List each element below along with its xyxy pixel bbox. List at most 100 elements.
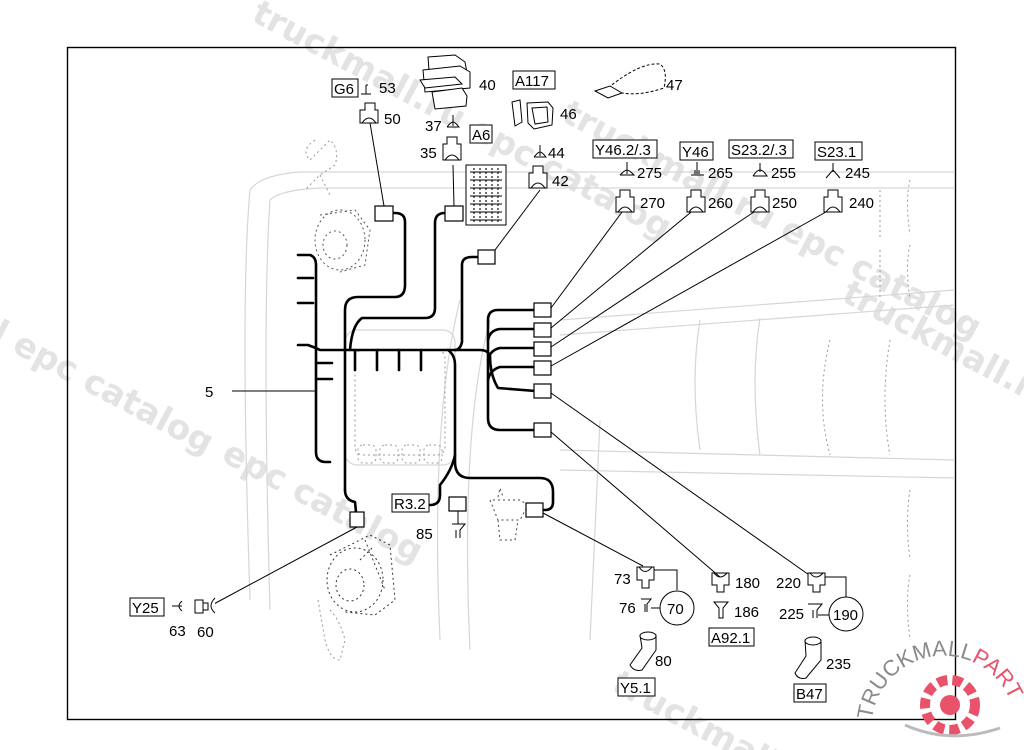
- connector-250: [533, 341, 552, 357]
- code-label: Y46: [682, 144, 709, 161]
- code-label: B47: [796, 686, 823, 703]
- code-label: S23.2/.3: [731, 142, 787, 159]
- callout: 245: [845, 165, 870, 182]
- callout: 85: [416, 526, 433, 543]
- callout: 186: [734, 604, 759, 621]
- callout: 53: [379, 80, 396, 97]
- part-47-cable-tie: [593, 63, 666, 99]
- connector-220: [533, 383, 552, 399]
- part-40-cover: [419, 54, 471, 110]
- callout: 63: [169, 623, 186, 640]
- callout: 270: [640, 195, 665, 212]
- connector-42: [477, 249, 496, 265]
- callout: 42: [552, 173, 569, 190]
- connector-60: [349, 511, 365, 528]
- callout: 250: [772, 195, 797, 212]
- callout: 180: [735, 575, 760, 592]
- code-label: R3.2: [394, 496, 426, 513]
- plug-icon-255: [752, 163, 768, 177]
- connector-240: [533, 360, 552, 376]
- code-label: Y46.2/.3: [595, 142, 651, 159]
- part-46-housing: [511, 99, 554, 130]
- socket-icon-73: [636, 566, 655, 589]
- connector-symbols: [359, 84, 843, 213]
- valve-drawing: [489, 486, 529, 541]
- code-label: Y25: [132, 600, 159, 617]
- alternator-drawing: [314, 209, 371, 273]
- callout: 260: [708, 195, 733, 212]
- leader-lines: [211, 122, 834, 606]
- socket-icon-180: [711, 572, 730, 593]
- ring-70: [659, 590, 695, 626]
- callout-numbers: 5 53 50 37 35 40 46 47 44 42 275 270 265…: [169, 77, 874, 673]
- socket-icon-42: [528, 165, 548, 189]
- code-label: Y5.1: [620, 680, 651, 697]
- callout: 220: [776, 575, 801, 592]
- diagram-frame: [66, 46, 957, 721]
- code-label: S23.1: [817, 144, 856, 161]
- callout: 37: [425, 118, 442, 135]
- plug-icon-76: [641, 598, 653, 612]
- wiring-harness: [296, 211, 555, 514]
- plug-icon-37: [446, 115, 461, 128]
- watermark-text: l epc catalog: [0, 313, 220, 463]
- plug-icon-44: [533, 145, 548, 158]
- gear-hub: [940, 695, 960, 715]
- callout: 46: [560, 106, 577, 123]
- callout: 50: [384, 111, 401, 128]
- code-label: A6: [472, 127, 490, 144]
- connector-260: [533, 322, 552, 338]
- callout: 190: [833, 607, 858, 624]
- plug-icon-186: [712, 601, 730, 619]
- connector-73: [525, 502, 544, 518]
- socket-icon-50: [359, 102, 379, 124]
- socket-icon-60: [194, 597, 216, 614]
- callout: 275: [637, 165, 662, 182]
- socket-icon-270: [615, 189, 635, 213]
- callout: 35: [420, 145, 437, 162]
- code-label: G6: [334, 81, 354, 98]
- plug-icon-225: [808, 603, 824, 618]
- connector-r32: [448, 496, 467, 512]
- callout: 240: [849, 195, 874, 212]
- socket-icon-250: [750, 189, 770, 213]
- connector-180: [533, 422, 552, 438]
- connector-a6: [444, 205, 464, 222]
- socket-icon-260: [686, 189, 706, 213]
- code-label: A92.1: [711, 630, 750, 647]
- callout: 73: [614, 571, 631, 588]
- control-unit-drawing: [465, 164, 507, 226]
- compressor-drawing: [326, 534, 396, 616]
- connector-270: [533, 302, 552, 318]
- plug-icon-245: [825, 163, 841, 179]
- plug-icon-265: [691, 162, 704, 176]
- code-label: A117: [515, 73, 549, 90]
- callout-harness: 5: [205, 384, 213, 401]
- callout: 265: [708, 165, 733, 182]
- plug-icon-53: [361, 84, 371, 95]
- callout: 255: [771, 165, 796, 182]
- bottom-symbols: [172, 523, 864, 679]
- harness-connectors: [349, 205, 552, 528]
- callout: 47: [666, 77, 683, 94]
- callout: 70: [667, 601, 684, 618]
- callout: 76: [619, 600, 636, 617]
- plug-icon-275: [619, 162, 636, 176]
- chassis-outline: [244, 139, 956, 661]
- ring-190: [828, 596, 864, 632]
- callout: 235: [826, 656, 851, 673]
- callout: 80: [655, 653, 672, 670]
- socket-icon-35: [442, 136, 462, 161]
- gear-icon: [920, 675, 980, 735]
- socket-icon-220: [807, 572, 826, 593]
- reference-codes: G6 A6 A117 Y46.2/.3 Y46 S23.2/.3 S23.1 R…: [129, 70, 863, 703]
- callout: 225: [779, 606, 804, 623]
- plug-icon-63: [172, 600, 183, 612]
- socket-icon-240: [823, 189, 843, 213]
- callout: 60: [197, 624, 214, 641]
- logo-swoosh: [904, 723, 1001, 738]
- callout: 40: [479, 77, 496, 94]
- callout: 44: [548, 145, 565, 162]
